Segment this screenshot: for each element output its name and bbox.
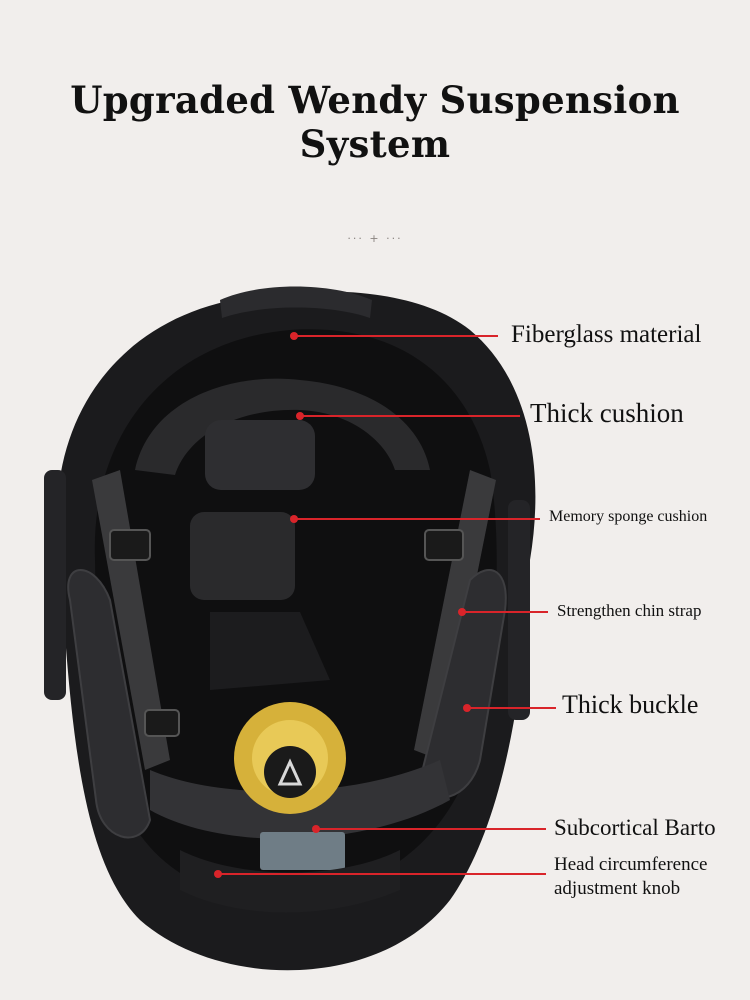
callout-memory-sponge-cushion: Memory sponge cushion — [549, 508, 708, 525]
right-strap — [414, 470, 496, 760]
right-buckle-upper — [424, 529, 464, 561]
callout-dots — [214, 332, 471, 878]
callout-fiberglass-material: Fiberglass material — [511, 321, 702, 348]
left-rail — [44, 470, 66, 700]
right-rail — [508, 500, 530, 720]
bottom-pad — [180, 850, 400, 913]
callout-thick-cushion: Thick cushion — [530, 398, 684, 428]
callout-adjustment-knob: Head circumference adjustment knob — [554, 854, 708, 899]
rear-pad — [210, 612, 330, 690]
crown-pad — [205, 420, 315, 490]
left-buckle-lower — [144, 709, 180, 737]
left-buckle-upper — [109, 529, 151, 561]
dial-triangle — [277, 758, 303, 786]
callout-subcortical-barto: Subcortical Barto — [554, 815, 716, 840]
callout-leaders — [218, 335, 556, 875]
label-tag — [260, 832, 345, 870]
helmet-rail — [220, 286, 372, 318]
memory-sponge-pad — [190, 512, 295, 600]
callout-chin-strap: Strengthen chin strap — [557, 601, 702, 620]
left-mesh-pad — [67, 569, 152, 839]
dial-knob — [264, 746, 316, 798]
thick-cushion-pad — [135, 378, 430, 475]
divider-ornament: ··· + ··· — [347, 232, 403, 245]
callout-thick-buckle: Thick buckle — [562, 690, 699, 719]
page-title: Upgraded Wendy Suspension System — [70, 78, 680, 166]
